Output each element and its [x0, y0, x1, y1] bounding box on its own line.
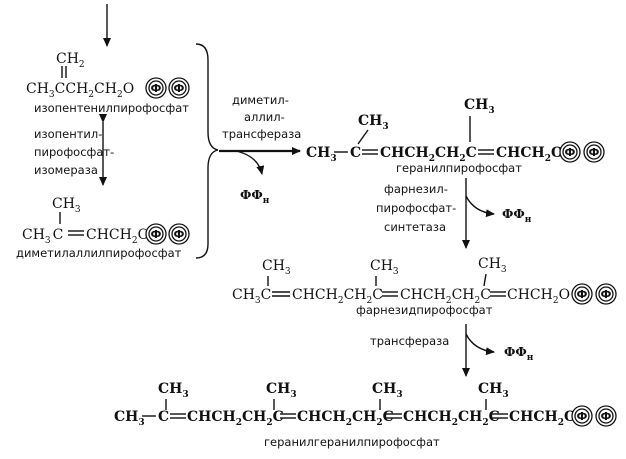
svg-text:изопентил-: изопентил- [34, 127, 102, 141]
svg-text:Ф: Ф [601, 288, 612, 301]
svg-text:CHCH2O: CHCH2O [509, 409, 576, 428]
svg-text:Ф: Ф [174, 82, 185, 95]
svg-text:CHCH2CH2C: CHCH2CH2C [292, 287, 383, 306]
svg-text:CH3CCH2CH2O: CH3CCH2CH2O [26, 81, 134, 100]
svg-text:трансфераза: трансфераза [222, 127, 301, 141]
svg-text:фарнезил-: фарнезил- [384, 182, 448, 196]
ppi-byproduct-2: ФФн [502, 207, 532, 225]
ggpp-phosphate-group: Ф Ф [571, 405, 617, 427]
svg-text:пирофосфат-: пирофосфат- [376, 201, 456, 215]
svg-text:CH3: CH3 [478, 256, 507, 275]
svg-text:C: C [350, 145, 361, 161]
ppi-release-arrow-1 [235, 150, 265, 175]
gpp-structure: CH3 CH3 CH3 C CHCH2CH2C CHCH2O [306, 97, 563, 164]
svg-text:CH2: CH2 [56, 51, 85, 70]
svg-text:CHCH2CH2C: CHCH2CH2C [380, 145, 477, 164]
dmapp-name: диметилаллилпирофосфат [16, 246, 182, 260]
farnesyl-synthase-label: фарнезил- пирофосфат- синтетаза [376, 182, 456, 234]
transferase-label: трансфераза [370, 334, 449, 348]
ppi-byproduct-3: ФФн [504, 345, 534, 363]
substrate-brace [195, 43, 219, 259]
svg-text:CH3C: CH3C [22, 227, 63, 246]
svg-text:Ф: Ф [577, 288, 588, 301]
svg-text:CH3: CH3 [266, 381, 297, 400]
svg-text:CHCH2O: CHCH2O [86, 227, 149, 246]
dmat-enzyme-label: диметил- аллил- трансфераза [222, 93, 301, 141]
svg-text:Ф: Ф [601, 410, 612, 423]
svg-text:C: C [158, 409, 169, 425]
svg-text:CHCH2CH2C: CHCH2CH2C [400, 287, 491, 306]
svg-text:аллил-: аллил- [244, 110, 285, 124]
gpp-phosphate-group: Ф Ф [559, 141, 605, 163]
svg-text:Ф: Ф [151, 228, 162, 241]
svg-text:CHCH2O: CHCH2O [507, 287, 570, 306]
svg-text:изомераза: изомераза [34, 163, 98, 177]
ppi-byproduct-1: ФФн [240, 188, 270, 206]
svg-text:Ф: Ф [174, 228, 185, 241]
svg-text:CH3: CH3 [306, 145, 337, 164]
ppi-release-arrow-3 [465, 333, 495, 356]
fpp-name: фарнезидпирофосфат [356, 303, 493, 317]
isomerase-enzyme-label: изопентил- пирофосфат- изомераза [34, 127, 114, 177]
svg-text:CHCH2CH2C: CHCH2CH2C [297, 409, 394, 428]
dmapp-phosphate-group: Ф Ф [145, 223, 190, 245]
svg-text:CH3: CH3 [52, 196, 81, 215]
fpp-structure: CH3 CH3 CH3 CH3C CHCH2CH2C CHCH2CH2C CHC… [232, 256, 570, 306]
svg-text:CH3: CH3 [478, 381, 509, 400]
gpp-name: геранилпирофосфат [396, 161, 522, 175]
svg-text:Ф: Ф [589, 146, 600, 159]
svg-text:пирофосфат-: пирофосфат- [34, 145, 114, 159]
ipp-phosphate-group: Ф Ф [145, 77, 190, 99]
svg-text:CHCH2CH2C: CHCH2CH2C [403, 409, 500, 428]
ggpp-name: геранилгеранилпирофосфат [264, 435, 440, 449]
svg-text:CH3: CH3 [114, 409, 145, 428]
ipp-name: изопентенилпирофосфат [34, 101, 189, 115]
svg-text:Ф: Ф [577, 410, 588, 423]
svg-text:CH3: CH3 [158, 381, 189, 400]
ppi-release-arrow-2 [465, 195, 495, 218]
svg-text:диметил-: диметил- [232, 93, 289, 107]
svg-text:CHCH2CH2C: CHCH2CH2C [187, 409, 284, 428]
svg-text:Ф: Ф [565, 146, 576, 159]
svg-text:CH3: CH3 [372, 381, 403, 400]
svg-text:CH3: CH3 [262, 258, 291, 277]
svg-text:CH3: CH3 [464, 97, 495, 116]
svg-text:Ф: Ф [151, 82, 162, 95]
ipp-structure: CH2 CH3CCH2CH2O [26, 51, 134, 100]
fpp-phosphate-group: Ф Ф [571, 283, 617, 305]
svg-text:CH3C: CH3C [232, 287, 271, 306]
svg-text:синтетаза: синтетаза [384, 220, 446, 234]
ggpp-structure: CH3 CH3 CH3 CH3 CH3 C CHCH2CH2C CHCH2CH2… [114, 381, 576, 428]
svg-text:CH3: CH3 [370, 258, 399, 277]
svg-text:CH3: CH3 [358, 113, 389, 132]
